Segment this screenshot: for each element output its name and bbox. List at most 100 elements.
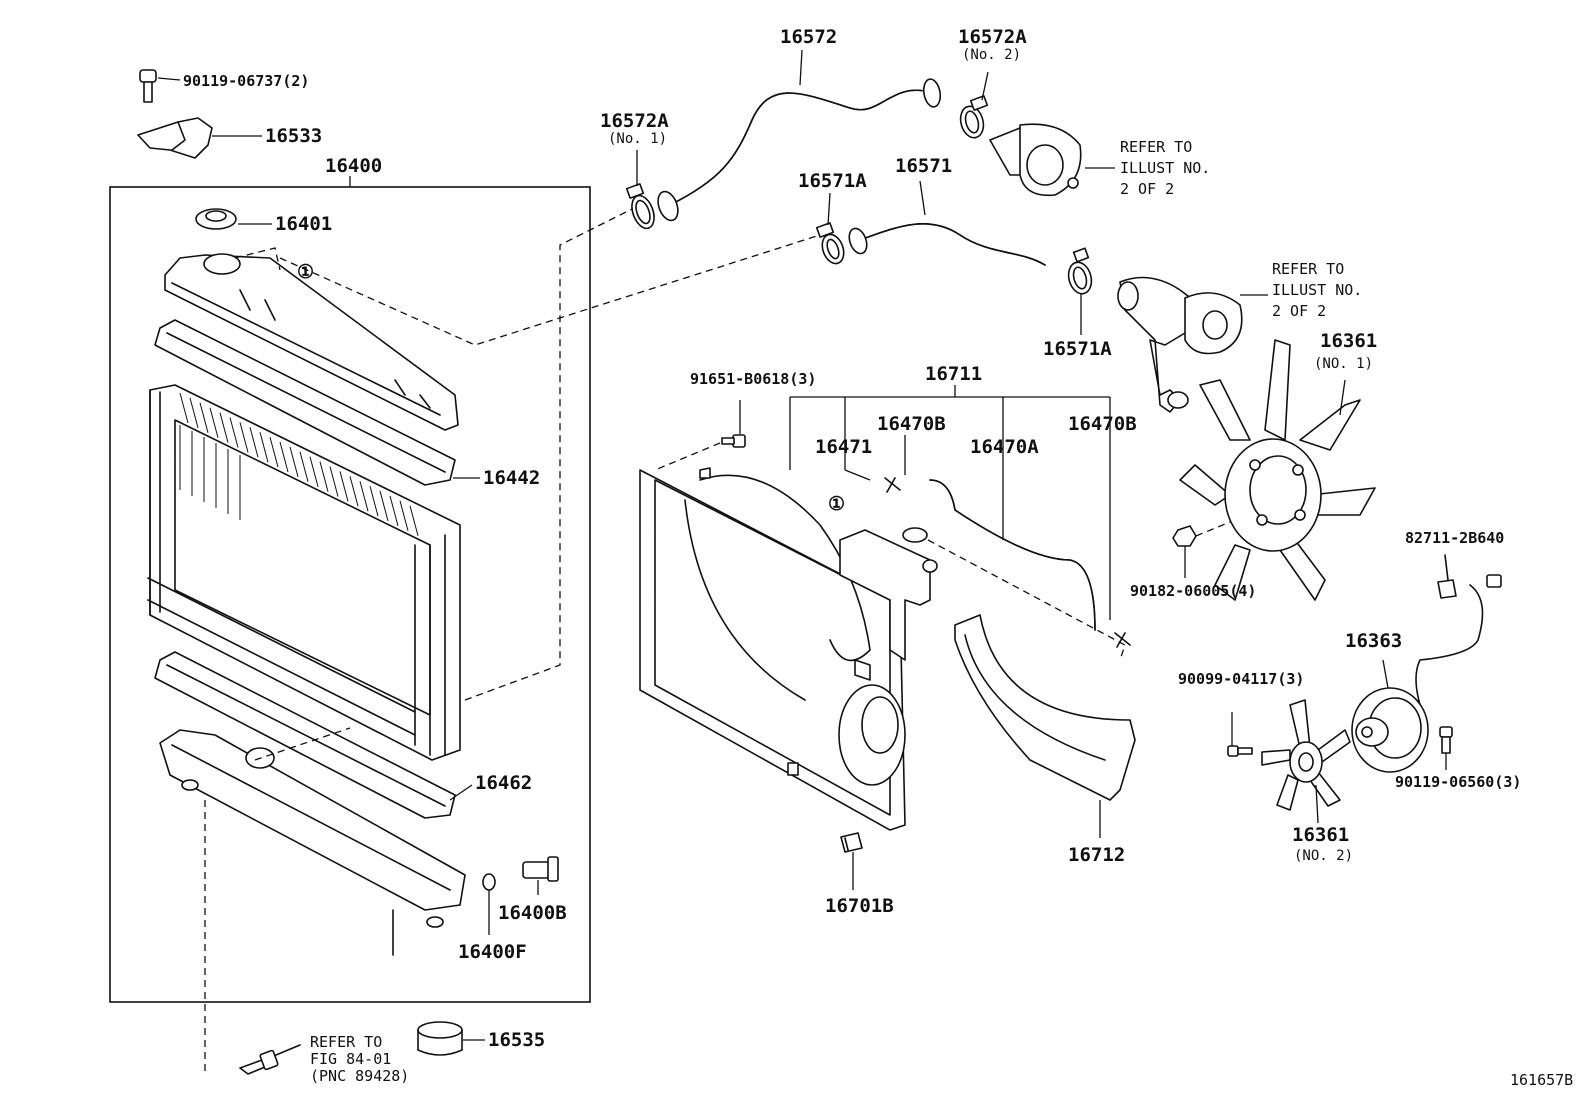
cushion-16701B[interactable]	[840, 832, 863, 890]
gasket-16462[interactable]	[154, 651, 473, 819]
label-90119-06737[interactable]: 90119-06737(2)	[183, 72, 309, 90]
core-fin	[389, 495, 399, 527]
label-16470A[interactable]: 16470A	[970, 436, 1039, 458]
core-fin	[379, 490, 389, 522]
bolt-90099-04117[interactable]	[1227, 712, 1253, 757]
core-fin	[259, 432, 269, 463]
label-16471[interactable]: 16471	[815, 436, 872, 458]
clamp-16572A-no2[interactable]	[957, 71, 989, 140]
label-16470B-b[interactable]: 16470B	[1068, 413, 1137, 435]
label-16572A-no1[interactable]: 16572A	[600, 110, 669, 132]
label-16400F[interactable]: 16400F	[458, 941, 527, 963]
drain-cock-16400B[interactable]	[522, 856, 559, 895]
fan-16361-no2[interactable]	[1261, 699, 1351, 824]
label-16572A-no2[interactable]: 16572A	[958, 26, 1027, 48]
label-90099-04117[interactable]: 90099-04117(3)	[1178, 670, 1304, 688]
core-fin	[359, 481, 369, 512]
label-16571[interactable]: 16571	[895, 155, 952, 177]
clip-16470B-b[interactable]	[1114, 632, 1131, 648]
label-16400B[interactable]: 16400B	[498, 902, 567, 924]
core-fin	[199, 402, 209, 433]
fan-shroud	[639, 467, 938, 831]
bolt-91651-B0618[interactable]	[654, 400, 746, 471]
core-fin	[329, 466, 339, 497]
label-16535[interactable]: 16535	[488, 1029, 545, 1051]
refer-illust-lower-1: REFER TO	[1272, 260, 1344, 278]
label-16572A-no1-sub: (No. 1)	[608, 131, 667, 147]
refer-fig-line1: REFER TO	[310, 1033, 382, 1051]
label-90182-06005[interactable]: 90182-06005(4)	[1130, 582, 1256, 600]
radiator-core	[147, 384, 461, 761]
bolt-90119-06560[interactable]	[1439, 726, 1453, 770]
motor-16363[interactable]	[1351, 659, 1429, 773]
label-16470B-a[interactable]: 16470B	[877, 413, 946, 435]
fan-16361-no1[interactable]	[1179, 339, 1376, 601]
upper-hose-16572[interactable]	[654, 49, 942, 223]
o-ring-16400F[interactable]	[482, 873, 496, 935]
clamp-16571A-bottom[interactable]	[1065, 247, 1095, 335]
label-90119-06560[interactable]: 90119-06560(3)	[1395, 773, 1521, 791]
water-inlet-lower	[1117, 276, 1268, 413]
core-fin	[239, 422, 249, 453]
label-91651-B0618[interactable]: 91651-B0618(3)	[690, 370, 816, 388]
lower-hose-16571[interactable]	[846, 180, 1046, 266]
label-16442[interactable]: 16442	[483, 467, 540, 489]
refer-illust-lower-2: ILLUST NO.	[1272, 281, 1362, 299]
label-16572[interactable]: 16572	[780, 26, 837, 48]
core-fin	[179, 392, 189, 424]
clamp-16572A-no1[interactable]	[625, 150, 658, 231]
core-fin	[249, 427, 259, 458]
label-16711[interactable]: 16711	[925, 363, 982, 385]
core-fin	[189, 397, 199, 429]
refer-fig-line2: FIG 84-01	[310, 1050, 391, 1068]
temperature-sensor	[239, 1044, 301, 1075]
core-fin	[399, 500, 409, 531]
label-16363[interactable]: 16363	[1345, 630, 1402, 652]
core-fin	[299, 451, 309, 482]
label-16401[interactable]: 16401	[275, 213, 332, 235]
label-16361-no1[interactable]: 16361	[1320, 330, 1377, 352]
connector-82711-2B640[interactable]	[1415, 554, 1502, 721]
label-16361-no2-sub: (NO. 2)	[1294, 848, 1353, 864]
water-outlet-upper	[989, 123, 1115, 197]
bolt-90119-06737[interactable]	[139, 69, 181, 103]
label-16571A-bottom[interactable]: 16571A	[1043, 338, 1112, 360]
nut-90182-06005[interactable]	[1172, 521, 1231, 578]
core-fin	[219, 412, 229, 443]
overflow-hose-16470A[interactable]	[929, 479, 1096, 631]
callout-1-shroud: ①	[828, 493, 845, 515]
core-fin	[349, 476, 359, 507]
refer-fig-line3: (PNC 89428)	[310, 1067, 409, 1085]
core-fin	[339, 471, 349, 502]
label-16701B[interactable]: 16701B	[825, 895, 894, 917]
gasket-16442[interactable]	[154, 319, 480, 486]
radiator-cap-16401[interactable]	[195, 208, 272, 230]
core-fin	[409, 505, 419, 536]
refer-illust-lower-3: 2 OF 2	[1272, 302, 1326, 320]
core-fin	[309, 456, 319, 487]
core-fin	[289, 446, 299, 478]
radiator-lower-tank	[159, 729, 466, 956]
cushion-16535[interactable]	[417, 1021, 485, 1056]
label-16572A-no2-sub: (No. 2)	[962, 47, 1021, 63]
refer-illust-upper-3: 2 OF 2	[1120, 180, 1174, 198]
label-16400[interactable]: 16400	[325, 155, 382, 177]
callout-1-upper: ①	[297, 261, 314, 283]
label-16361-no2[interactable]: 16361	[1292, 824, 1349, 846]
bracket-16533[interactable]	[137, 117, 262, 159]
label-16462[interactable]: 16462	[475, 772, 532, 794]
label-16571A-top[interactable]: 16571A	[798, 170, 867, 192]
core-fin	[229, 417, 239, 448]
label-16712[interactable]: 16712	[1068, 844, 1125, 866]
refer-illust-upper-1: REFER TO	[1120, 138, 1192, 156]
core-fin	[279, 441, 289, 473]
diagram-id: 161657B	[1510, 1071, 1573, 1089]
label-16533[interactable]: 16533	[265, 125, 322, 147]
label-82711-2B640[interactable]: 82711-2B640	[1405, 529, 1504, 547]
lower-shroud-16712[interactable]	[954, 614, 1136, 838]
clip-16470B-a[interactable]	[884, 435, 906, 493]
radiator-upper-tank	[164, 253, 459, 431]
label-16361-no1-sub: (NO. 1)	[1314, 356, 1373, 372]
clamp-16571A-top[interactable]	[815, 192, 848, 267]
